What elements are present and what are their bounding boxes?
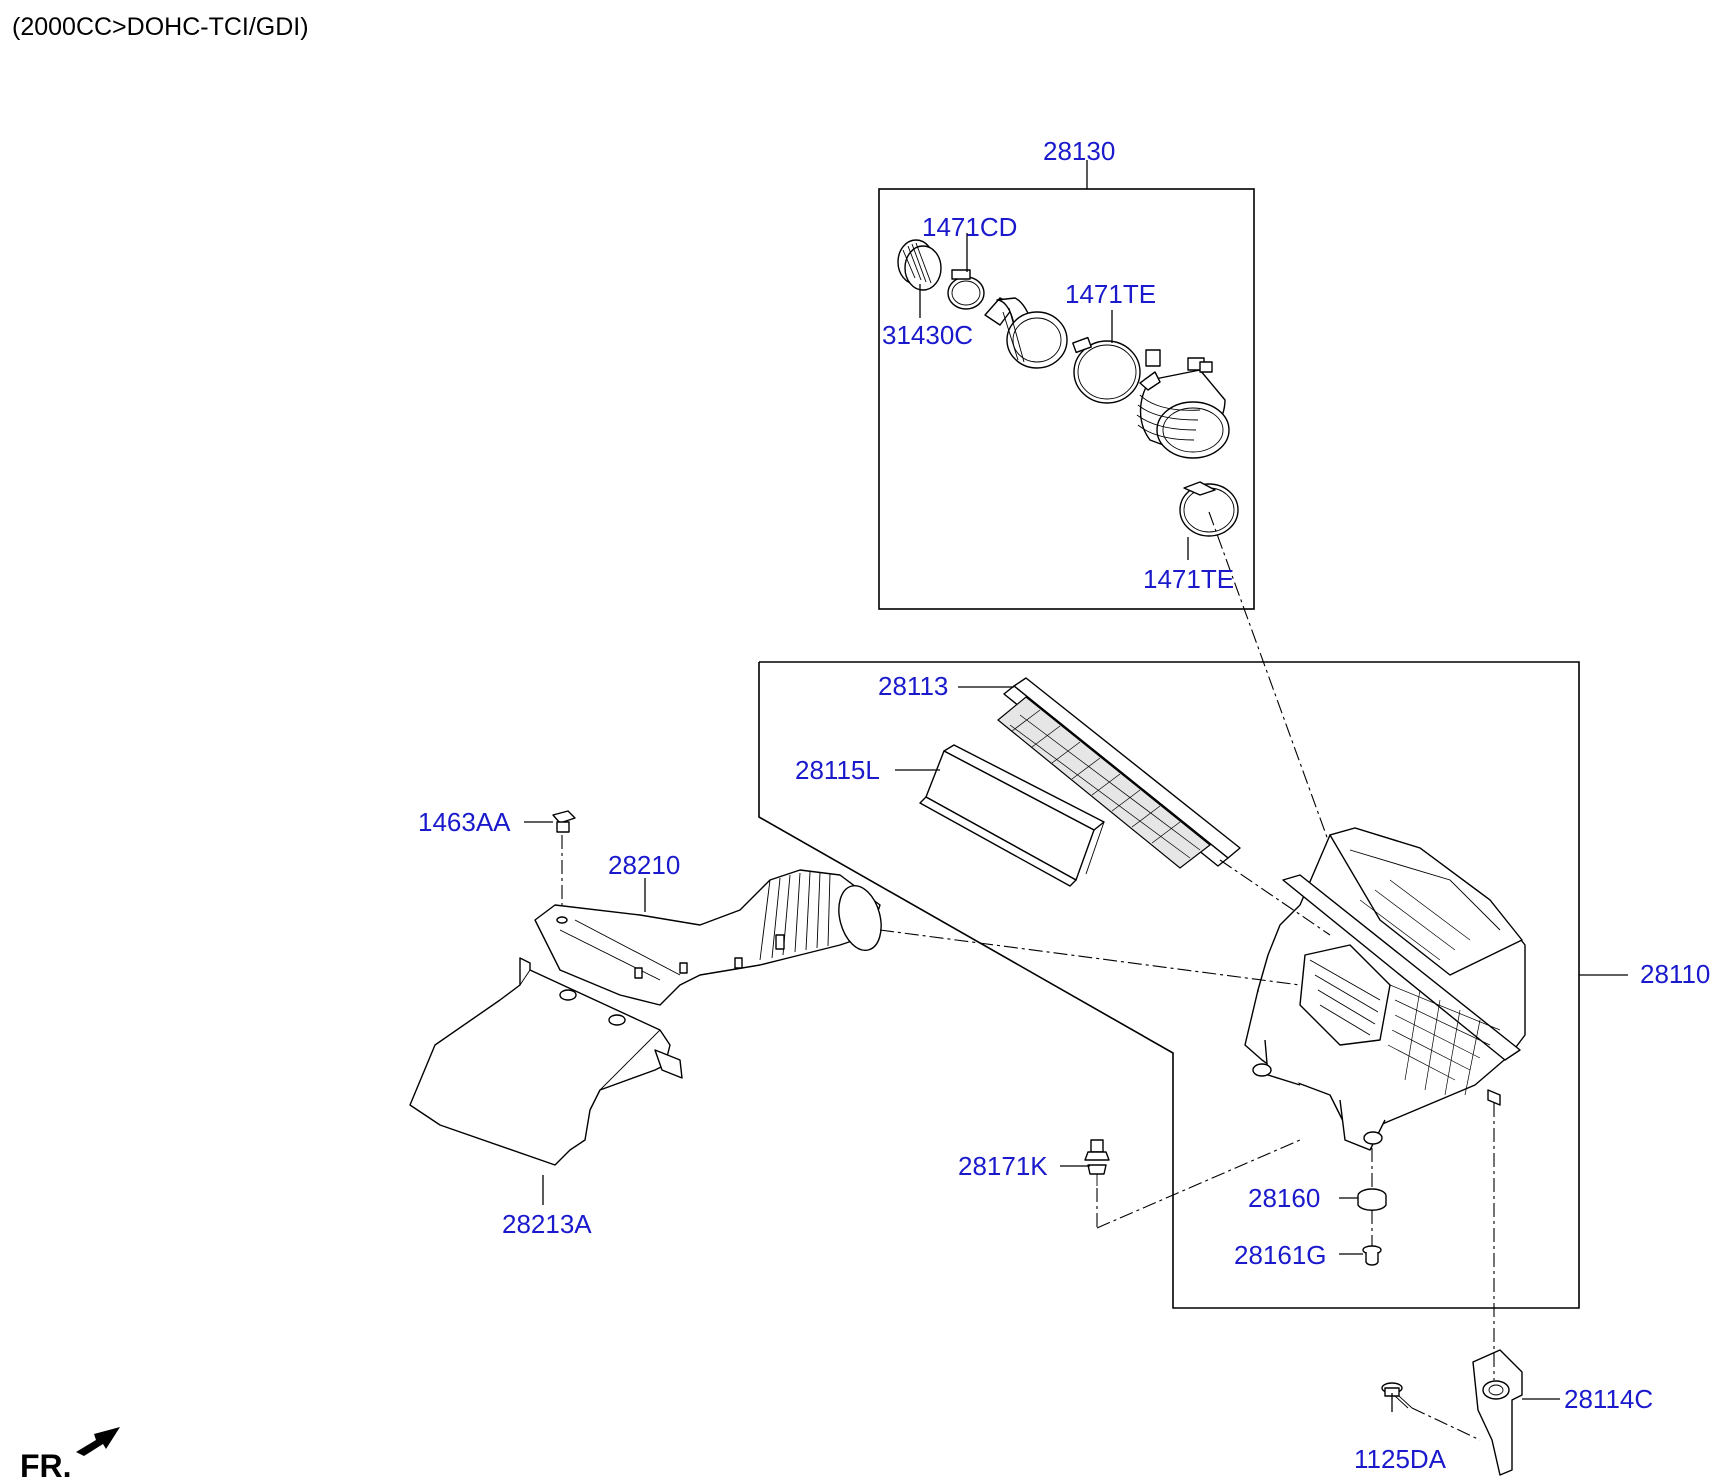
bolt-28171k bbox=[1084, 1139, 1110, 1186]
air-intake-duct-28210 bbox=[534, 869, 882, 1006]
collar-28161g bbox=[1362, 1245, 1382, 1266]
label-31430c[interactable]: 31430C bbox=[882, 320, 973, 350]
air-guide-28213a bbox=[409, 957, 683, 1166]
air-duct-28115l bbox=[919, 744, 1105, 887]
label-28171k[interactable]: 28171K bbox=[958, 1151, 1048, 1181]
label-1471cd[interactable]: 1471CD bbox=[922, 212, 1017, 242]
bracket-28114c bbox=[1472, 1349, 1523, 1476]
bolt-1125da bbox=[1381, 1382, 1413, 1409]
label-28114c[interactable]: 28114C bbox=[1564, 1384, 1653, 1414]
leader-lines bbox=[524, 160, 1628, 1412]
air-filter-element-28113 bbox=[997, 677, 1241, 869]
label-28110[interactable]: 28110 bbox=[1640, 959, 1710, 989]
label-1471te-lower[interactable]: 1471TE bbox=[1143, 564, 1234, 594]
label-28210[interactable]: 28210 bbox=[608, 850, 680, 880]
front-arrow-icon bbox=[76, 1427, 120, 1456]
hose-clamp-1471te-upper bbox=[1072, 336, 1141, 404]
label-28213a[interactable]: 28213A bbox=[502, 1209, 592, 1239]
hose-assembly-box bbox=[878, 188, 1255, 610]
label-1125da[interactable]: 1125DA bbox=[1354, 1444, 1447, 1474]
hose-clamp-1471cd bbox=[947, 269, 985, 310]
label-1471te-upper[interactable]: 1471TE bbox=[1065, 279, 1156, 309]
label-28161g[interactable]: 28161G bbox=[1234, 1240, 1327, 1270]
air-cleaner-assembly-box bbox=[758, 661, 1580, 1309]
label-28160[interactable]: 28160 bbox=[1248, 1183, 1320, 1213]
air-flow-sensor-31430c bbox=[897, 239, 942, 291]
hose-clamp-1471te-lower bbox=[1179, 481, 1239, 537]
bolt-1463aa bbox=[552, 810, 576, 833]
label-28130[interactable]: 28130 bbox=[1043, 136, 1115, 166]
assembly-alignment-lines bbox=[561, 511, 1495, 1441]
label-28113[interactable]: 28113 bbox=[878, 671, 948, 701]
diagram-title: (2000CC>DOHC-TCI/GDI) bbox=[12, 13, 309, 41]
intake-bellows-hose bbox=[1136, 349, 1230, 459]
label-1463aa[interactable]: 1463AA bbox=[418, 807, 511, 837]
grommet-28160 bbox=[1357, 1188, 1387, 1211]
air-cleaner-body-28110 bbox=[1244, 827, 1526, 1151]
intake-hose-body bbox=[984, 297, 1068, 369]
label-28115l[interactable]: 28115L bbox=[795, 755, 880, 785]
front-direction-label: FR. bbox=[20, 1448, 72, 1484]
